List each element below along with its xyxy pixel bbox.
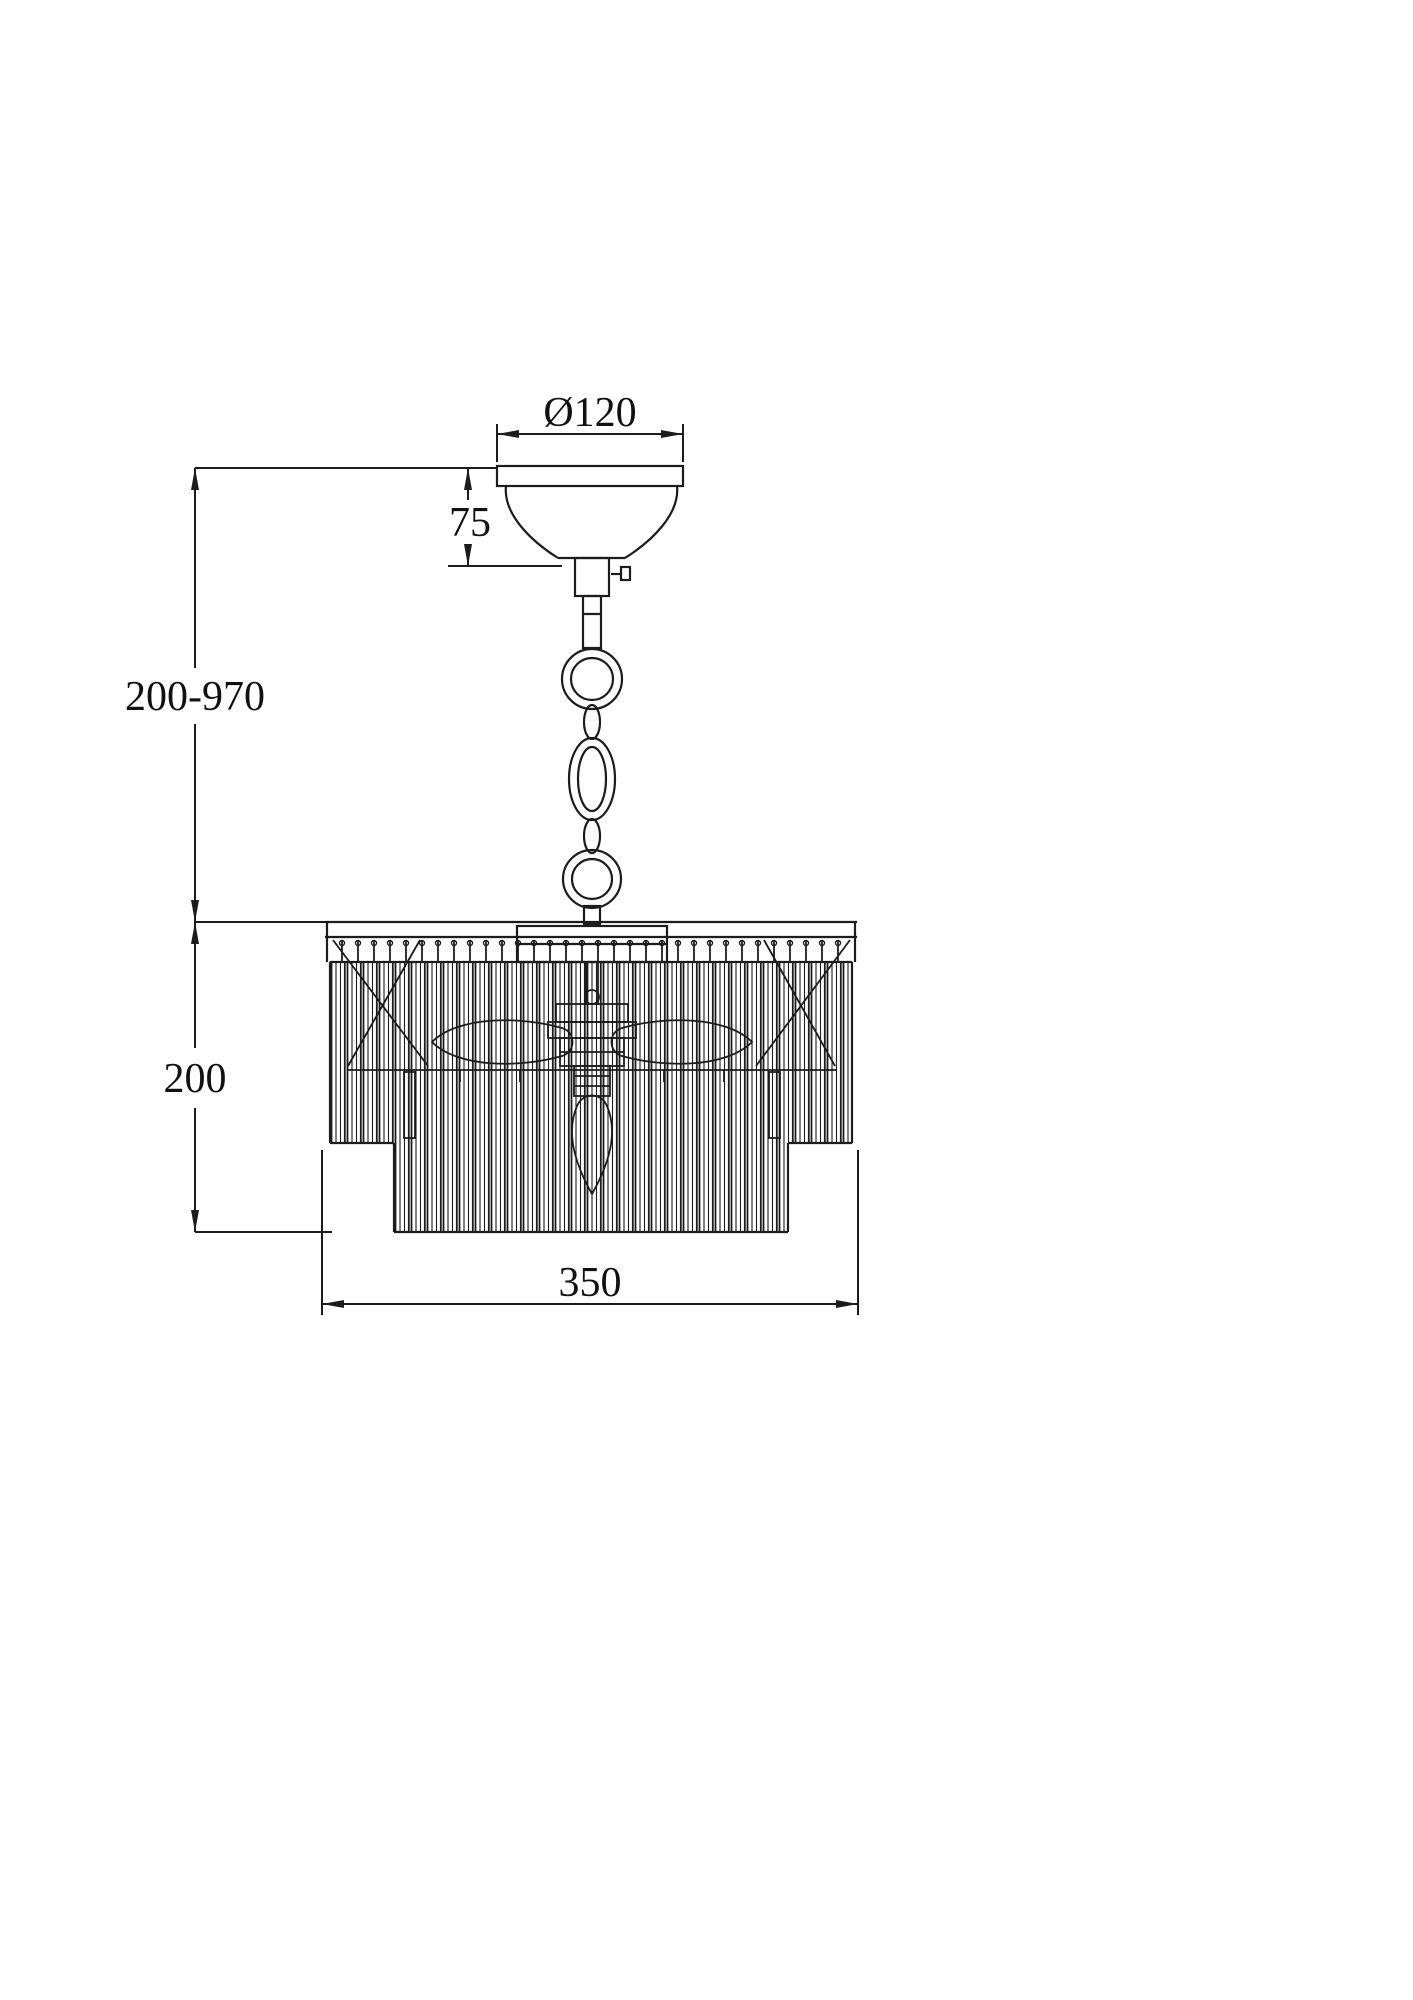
dimension-canopy-diameter: Ø120 bbox=[496, 390, 684, 462]
canopy-stem bbox=[581, 594, 603, 650]
canopy bbox=[495, 464, 685, 598]
dimension-suspension-range: 200-970 bbox=[125, 467, 497, 923]
dimension-shade-diameter: 350 bbox=[321, 1150, 859, 1315]
crystal-fringe bbox=[328, 960, 854, 1234]
shade bbox=[325, 920, 857, 1234]
center-candle-bulb bbox=[571, 1094, 613, 1196]
shade-stem-connector bbox=[582, 904, 602, 926]
chain-ring-bottom-outer bbox=[561, 848, 623, 910]
canopy-height-label: 75 bbox=[449, 500, 491, 546]
canopy-bell-left bbox=[504, 485, 559, 559]
chain-ring-bottom-inner bbox=[570, 857, 614, 901]
shade-height-label: 200 bbox=[164, 1056, 227, 1102]
canopy-top-plate bbox=[495, 464, 685, 488]
chain-connector-link bbox=[582, 817, 602, 855]
dimension-canopy-height: 75 bbox=[448, 468, 562, 567]
support-arm bbox=[332, 939, 429, 1067]
crystal-rods-middle bbox=[394, 962, 788, 1232]
support-arm bbox=[347, 939, 421, 1067]
chain-ring-top-inner bbox=[569, 656, 615, 702]
canopy-diameter-label: Ø120 bbox=[543, 390, 636, 436]
dimension-shade-height: 200 bbox=[164, 922, 332, 1233]
support-arm bbox=[755, 939, 851, 1067]
pendant-rod-left bbox=[403, 1071, 416, 1139]
chain-oval-link-outer bbox=[567, 736, 617, 822]
pendant-rod-right bbox=[768, 1071, 781, 1139]
canopy-collar bbox=[573, 556, 611, 598]
canopy-bell-right bbox=[624, 485, 679, 559]
bulb-assembly bbox=[332, 939, 851, 1196]
suspension-chain bbox=[560, 594, 624, 926]
crystal-rods-right bbox=[788, 962, 852, 1143]
shade-diameter-label: 350 bbox=[559, 1260, 622, 1306]
crystal-rods-left bbox=[330, 962, 394, 1143]
suspension-range-label: 200-970 bbox=[125, 674, 265, 720]
chain-oval-link-inner bbox=[576, 745, 608, 813]
side-bulb-right bbox=[610, 1019, 754, 1065]
support-arm bbox=[763, 939, 836, 1067]
side-bulb-left bbox=[430, 1019, 574, 1065]
set-screw-head bbox=[619, 565, 632, 582]
chain-ring-top-outer bbox=[560, 647, 624, 711]
crystal-hanger-pins bbox=[334, 937, 848, 962]
